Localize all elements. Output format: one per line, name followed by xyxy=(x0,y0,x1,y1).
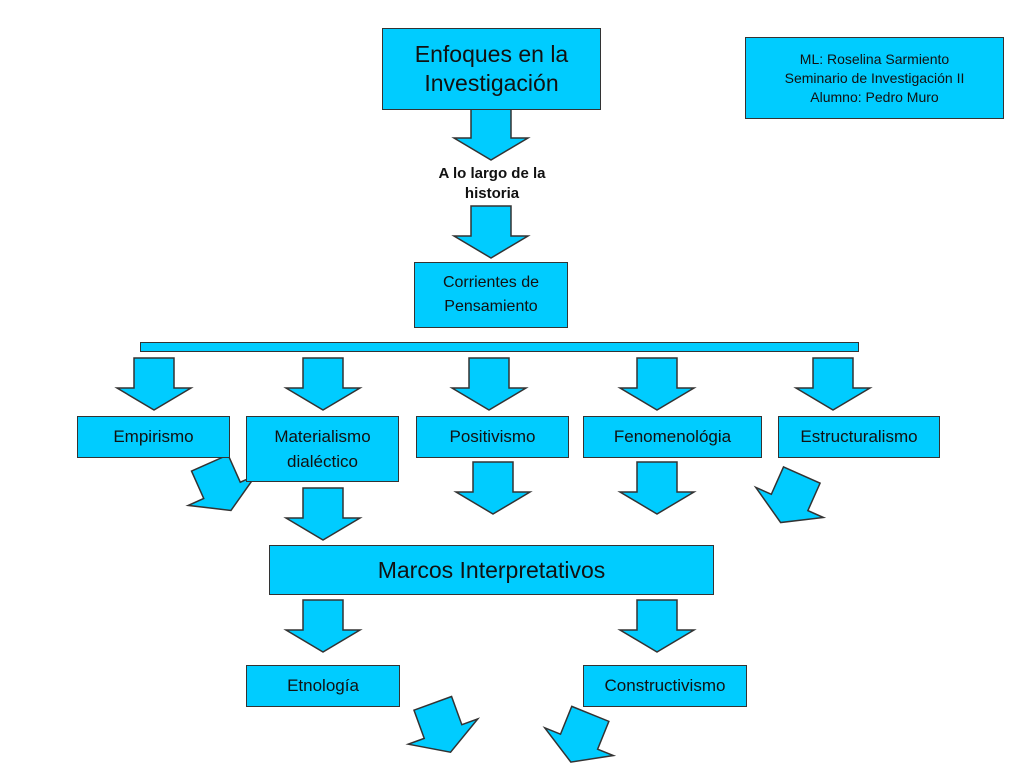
materialismo-line1: Materialismo xyxy=(274,427,371,446)
currents-box: Corrientes de Pensamiento xyxy=(414,262,568,328)
title-box: Enfoques en la Investigación xyxy=(382,28,601,110)
materialismo-box: Materialismo dialéctico xyxy=(246,416,399,482)
info-course: Seminario de Investigación II xyxy=(784,69,965,86)
history-label: A lo largo de la historia xyxy=(415,164,569,204)
fenomenologia-label: Fenomenológia xyxy=(613,427,732,446)
arrow-marcos-to-constructivismo xyxy=(619,599,695,653)
positivismo-box: Positivismo xyxy=(416,416,569,458)
arrow-to-positivismo xyxy=(451,357,527,411)
history-label-line2: historia xyxy=(464,185,520,202)
fenomenologia-box: Fenomenológia xyxy=(583,416,762,458)
currents-line2: Pensamiento xyxy=(444,298,538,315)
connector-bar xyxy=(140,342,859,352)
arrow-history-to-currents xyxy=(453,205,529,259)
estructuralismo-box: Estructuralismo xyxy=(778,416,940,458)
etnologia-label: Etnología xyxy=(287,676,359,695)
estructuralismo-label: Estructuralismo xyxy=(800,427,918,446)
frameworks-label: Marcos Interpretativos xyxy=(377,556,606,583)
arrow-materialismo-to-marcos xyxy=(285,487,361,541)
arrow-etnologia-down xyxy=(397,689,487,766)
arrow-constructivismo-down xyxy=(535,699,626,768)
arrow-to-materialismo xyxy=(285,357,361,411)
info-box: ML: Roselina Sarmiento Seminario de Inve… xyxy=(745,37,1004,119)
arrow-positivismo-to-marcos xyxy=(455,461,531,515)
title-line2: Investigación xyxy=(424,70,559,96)
title-line1: Enfoques en la xyxy=(414,41,569,67)
arrow-to-fenomenologia xyxy=(619,357,695,411)
materialismo-line2: dialéctico xyxy=(287,452,358,471)
arrow-estructuralismo-to-marcos xyxy=(746,459,837,539)
frameworks-box: Marcos Interpretativos xyxy=(269,545,714,595)
currents-line1: Corrientes de xyxy=(442,274,540,291)
etnologia-box: Etnología xyxy=(246,665,400,707)
arrow-title-to-history xyxy=(453,107,529,161)
arrow-to-estructuralismo xyxy=(795,357,871,411)
constructivismo-box: Constructivismo xyxy=(583,665,747,707)
arrow-marcos-to-etnologia xyxy=(285,599,361,653)
info-instructor: ML: Roselina Sarmiento xyxy=(799,50,950,67)
arrow-to-empirismo xyxy=(116,357,192,411)
arrow-fenomenologia-to-marcos xyxy=(619,461,695,515)
empirismo-label: Empirismo xyxy=(113,427,194,446)
info-student: Alumno: Pedro Muro xyxy=(810,88,939,105)
history-label-line1: A lo largo de la xyxy=(438,165,546,182)
empirismo-box: Empirismo xyxy=(77,416,230,458)
positivismo-label: Positivismo xyxy=(449,427,536,446)
constructivismo-label: Constructivismo xyxy=(604,676,726,695)
